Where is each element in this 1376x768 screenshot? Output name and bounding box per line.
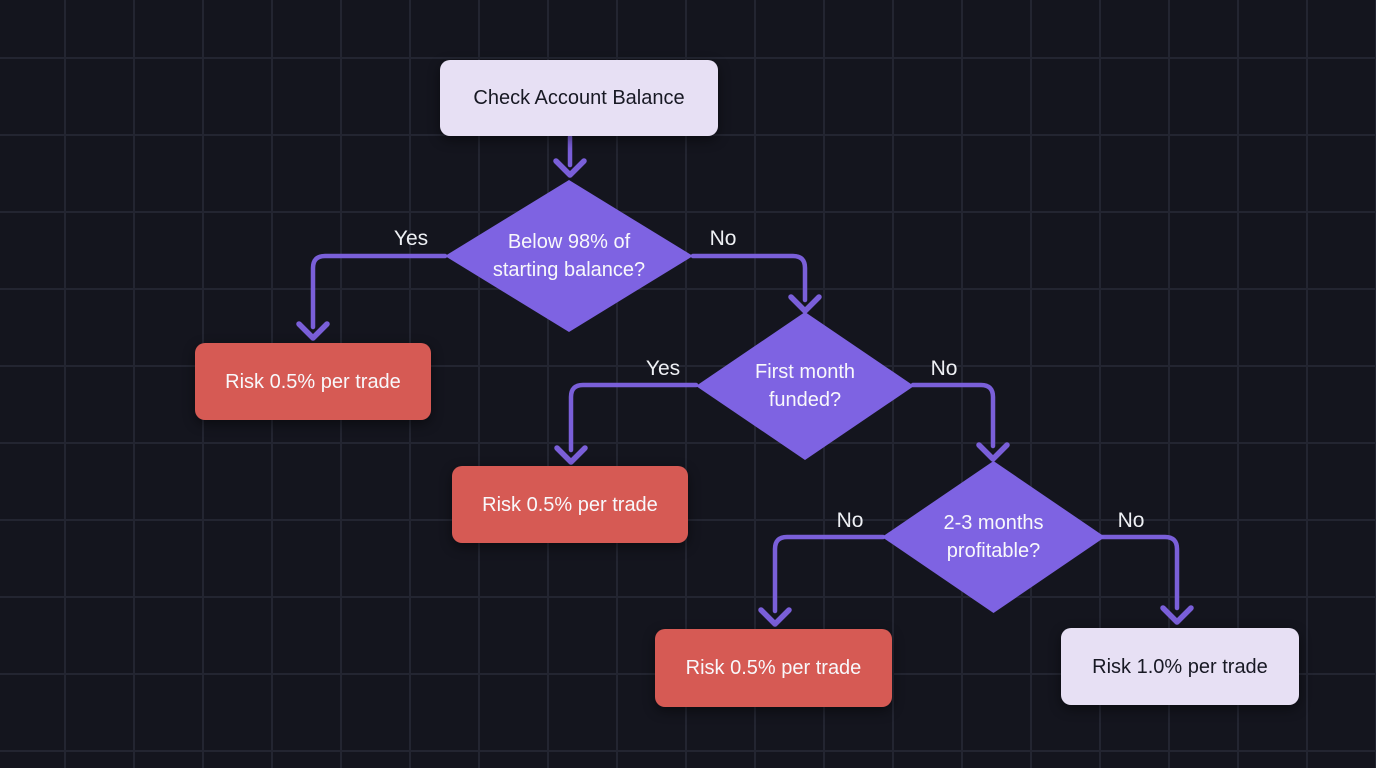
connector-line <box>690 253 808 303</box>
connector-profitable-no-right <box>1095 534 1194 625</box>
edge-label-no: No <box>709 227 737 250</box>
connector-line <box>772 534 886 614</box>
arrowhead-down-icon <box>296 321 330 341</box>
arrowhead-down-icon <box>1160 605 1194 625</box>
node-decision-first-month[interactable]: First month funded? <box>696 312 914 460</box>
arrowhead-down-icon <box>788 294 822 314</box>
node-risk-05-left[interactable]: Risk 0.5% per trade <box>195 343 431 420</box>
node-risk-05-middle[interactable]: Risk 0.5% per trade <box>452 466 688 543</box>
node-label: Risk 0.5% per trade <box>685 657 862 679</box>
node-label: Risk 0.5% per trade <box>482 493 658 516</box>
node-label: 2-3 months profitable? <box>943 512 1044 562</box>
connector-line <box>568 382 699 453</box>
node-label: Risk 0.5% per trade <box>225 370 401 393</box>
arrowhead-down-icon <box>553 158 587 178</box>
connector-line <box>310 253 448 330</box>
node-risk-10[interactable]: Risk 1.0% per trade <box>1061 628 1299 705</box>
node-decision-months-profitable[interactable]: 2-3 months profitable? <box>882 461 1105 613</box>
connector-profitable-no-left <box>758 534 886 627</box>
node-risk-05-bottom[interactable]: Risk 0.5% per trade <box>655 629 892 707</box>
edge-label-yes: Yes <box>645 357 681 380</box>
connector-below98-no <box>690 253 822 314</box>
connector-below98-yes <box>296 253 448 341</box>
node-label: Below 98% of starting balance? <box>492 231 646 281</box>
node-label: First month funded? <box>754 361 856 411</box>
arrowhead-down-icon <box>554 445 588 465</box>
edge-label-no: No <box>836 509 864 532</box>
node-label: Check Account Balance <box>473 87 685 109</box>
connector-line <box>910 382 996 449</box>
arrowhead-down-icon <box>758 607 792 627</box>
connector-firstmonth-yes <box>554 382 699 465</box>
node-decision-below-98[interactable]: Below 98% of starting balance? <box>445 180 693 332</box>
node-check-account-balance[interactable]: Check Account Balance <box>440 60 718 136</box>
connector-check-to-below98 <box>553 134 587 178</box>
connector-firstmonth-no <box>910 382 1010 462</box>
arrowhead-down-icon <box>976 442 1010 462</box>
edge-label-yes: Yes <box>393 227 429 250</box>
connector-line <box>1095 534 1180 611</box>
edge-label-no: No <box>1117 509 1145 532</box>
node-label: Risk 1.0% per trade <box>1092 655 1268 678</box>
edge-label-no: No <box>930 357 958 380</box>
